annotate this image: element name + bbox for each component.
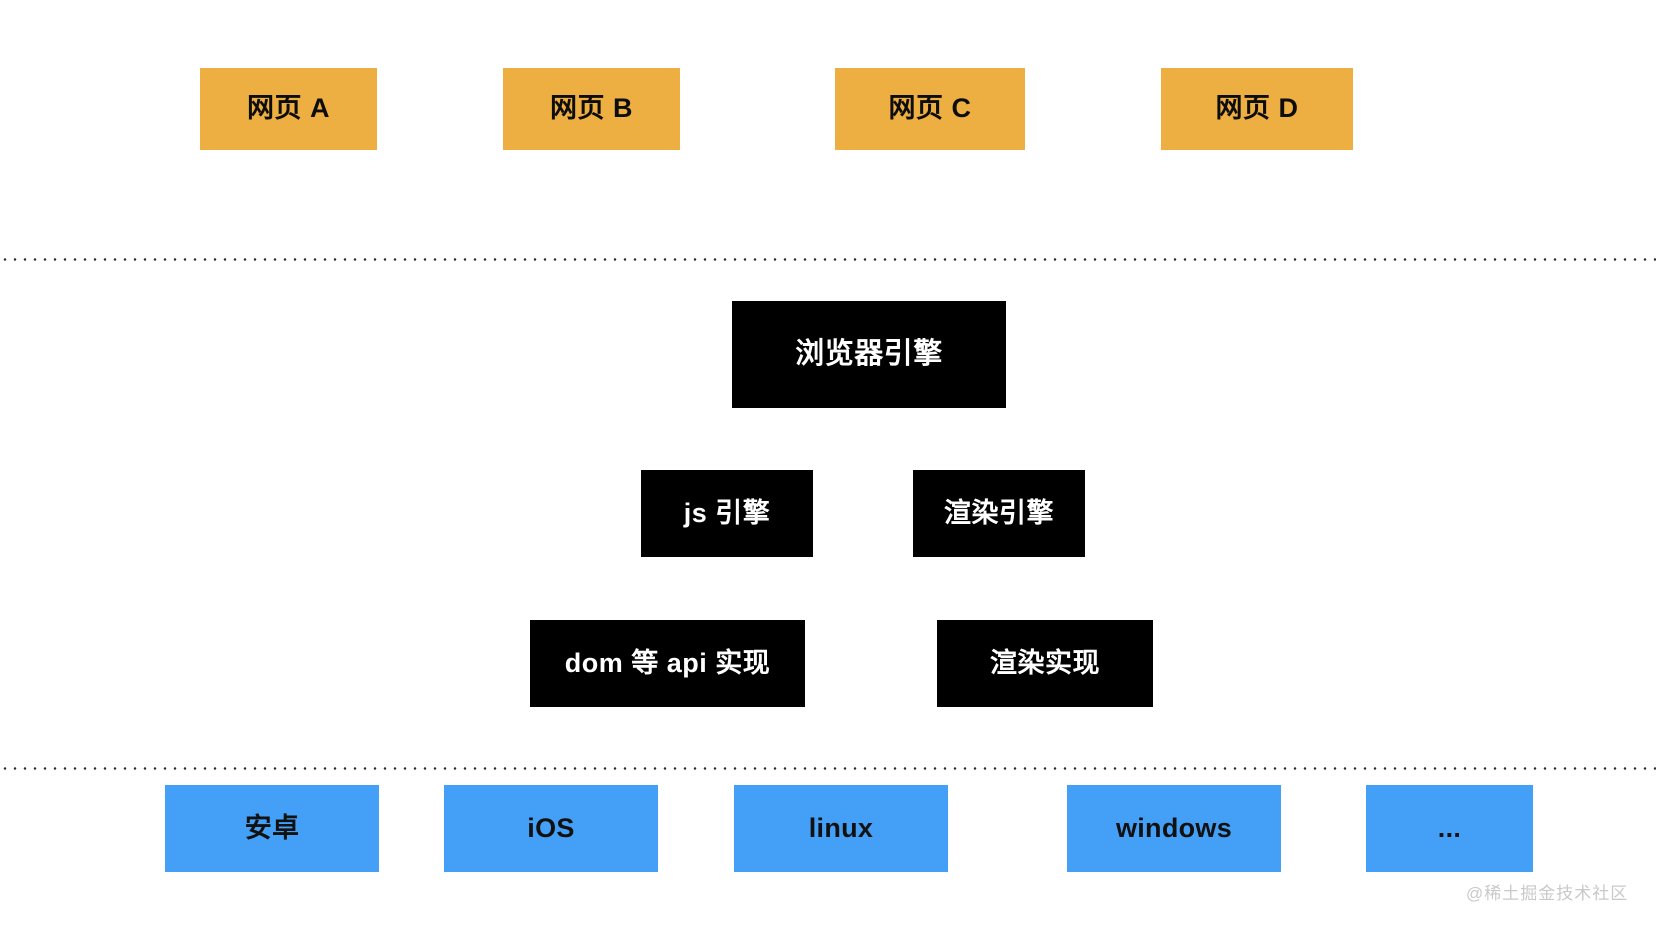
os-label-ios: iOS [527,812,575,843]
dom-api-impl-label: dom 等 api 实现 [564,647,771,678]
browser-engine-box: 浏览器引擎 [732,301,1006,408]
divider-bottom [0,767,1656,770]
web-page-box-c: 网页 C [835,68,1025,150]
js-engine-label: js 引擎 [683,497,771,528]
web-page-label-d: 网页 D [1215,93,1299,124]
web-page-label-b: 网页 B [550,93,633,124]
os-box-ios: iOS [444,785,658,872]
watermark: @稀土掘金技术社区 [1466,879,1628,904]
web-page-box-d: 网页 D [1161,68,1353,150]
os-box-linux: linux [734,785,948,872]
os-box-windows: windows [1067,785,1281,872]
web-page-box-a: 网页 A [200,68,377,150]
render-impl-label: 渲染实现 [990,647,1100,678]
watermark-text: @稀土掘金技术社区 [1466,884,1629,903]
render-engine-label: 渲染引擎 [944,497,1054,528]
os-label-windows: windows [1115,812,1233,843]
web-page-label-a: 网页 A [247,93,330,124]
render-impl-box: 渲染实现 [937,620,1153,707]
os-label-more: ... [1437,812,1462,843]
render-engine-box: 渲染引擎 [913,470,1085,557]
browser-engine-label: 浏览器引擎 [795,337,943,370]
os-label-linux: linux [808,812,874,843]
divider-top [0,258,1656,261]
os-box-android: 安卓 [165,785,379,872]
js-engine-box: js 引擎 [641,470,813,557]
os-box-more: ... [1366,785,1533,872]
web-page-label-c: 网页 C [888,93,972,124]
web-page-box-b: 网页 B [503,68,680,150]
os-label-android: 安卓 [244,812,300,843]
dom-api-impl-box: dom 等 api 实现 [530,620,805,707]
